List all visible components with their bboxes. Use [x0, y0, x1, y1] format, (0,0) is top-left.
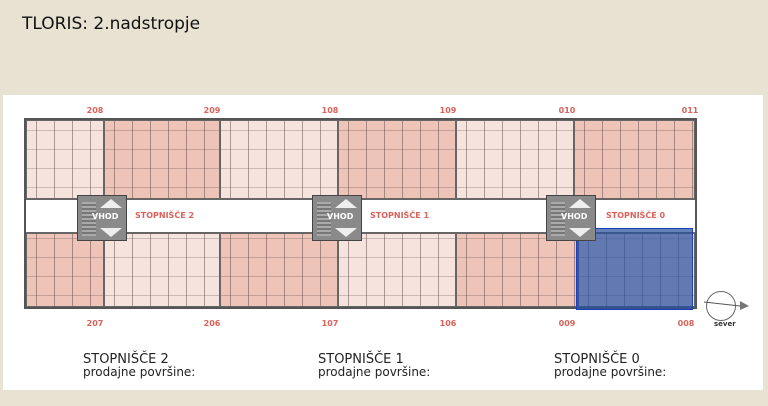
entrance-label: VHOD	[92, 212, 119, 221]
stairs-icon	[551, 202, 565, 236]
stairwell-label: STOPNIŠČE 1	[370, 211, 430, 220]
room-106[interactable]	[338, 233, 456, 307]
room-number: 009	[558, 319, 576, 328]
room-number: 011	[681, 106, 699, 115]
compass-label: sever	[714, 320, 736, 328]
stairwell-2-entrance[interactable]: VHOD	[77, 195, 127, 241]
room-011[interactable]	[574, 120, 695, 199]
room-010[interactable]	[456, 120, 574, 199]
room-number: 008	[677, 319, 695, 328]
stairwell-label: STOPNIŠČE 0	[606, 211, 666, 220]
room-number: 107	[321, 319, 339, 328]
room-206[interactable]	[104, 233, 220, 307]
arrow-up-icon	[335, 199, 357, 208]
footer-title: STOPNIŠČE 0	[554, 352, 640, 367]
room-009[interactable]	[456, 233, 578, 307]
room-number: 207	[86, 319, 104, 328]
room-number: 209	[203, 106, 221, 115]
footer-subtitle: prodajne površine:	[554, 365, 667, 379]
north-arrow-icon	[703, 301, 749, 310]
entrance-label: VHOD	[327, 212, 354, 221]
room-207[interactable]	[26, 233, 104, 307]
room-number: 108	[321, 106, 339, 115]
page-title: TLORIS: 2.nadstropje	[22, 14, 201, 34]
room-number: 109	[439, 106, 457, 115]
stairs-icon	[317, 202, 331, 236]
arrow-down-icon	[569, 228, 591, 237]
stairwell-label: STOPNIŠČE 2	[135, 211, 195, 220]
stairwell-0-entrance[interactable]: VHOD	[546, 195, 596, 241]
room-109[interactable]	[338, 120, 456, 199]
footer-title: STOPNIŠČE 1	[318, 352, 404, 367]
room-number: 208	[86, 106, 104, 115]
room-number: 010	[558, 106, 576, 115]
entrance-label: VHOD	[561, 212, 588, 221]
stairwell-1-entrance[interactable]: VHOD	[312, 195, 362, 241]
selected-area-008[interactable]	[576, 228, 693, 310]
arrow-up-icon	[569, 199, 591, 208]
footer-subtitle: prodajne površine:	[318, 365, 431, 379]
arrow-down-icon	[335, 228, 357, 237]
room-108[interactable]	[220, 120, 338, 199]
room-number: 106	[439, 319, 457, 328]
room-number: 206	[203, 319, 221, 328]
room-107[interactable]	[220, 233, 338, 307]
footer-title: STOPNIŠČE 2	[83, 352, 169, 367]
room-209[interactable]	[104, 120, 220, 199]
stairs-icon	[82, 202, 96, 236]
arrow-up-icon	[100, 199, 122, 208]
footer-subtitle: prodajne površine:	[83, 365, 196, 379]
room-208[interactable]	[26, 120, 104, 199]
arrow-down-icon	[100, 228, 122, 237]
